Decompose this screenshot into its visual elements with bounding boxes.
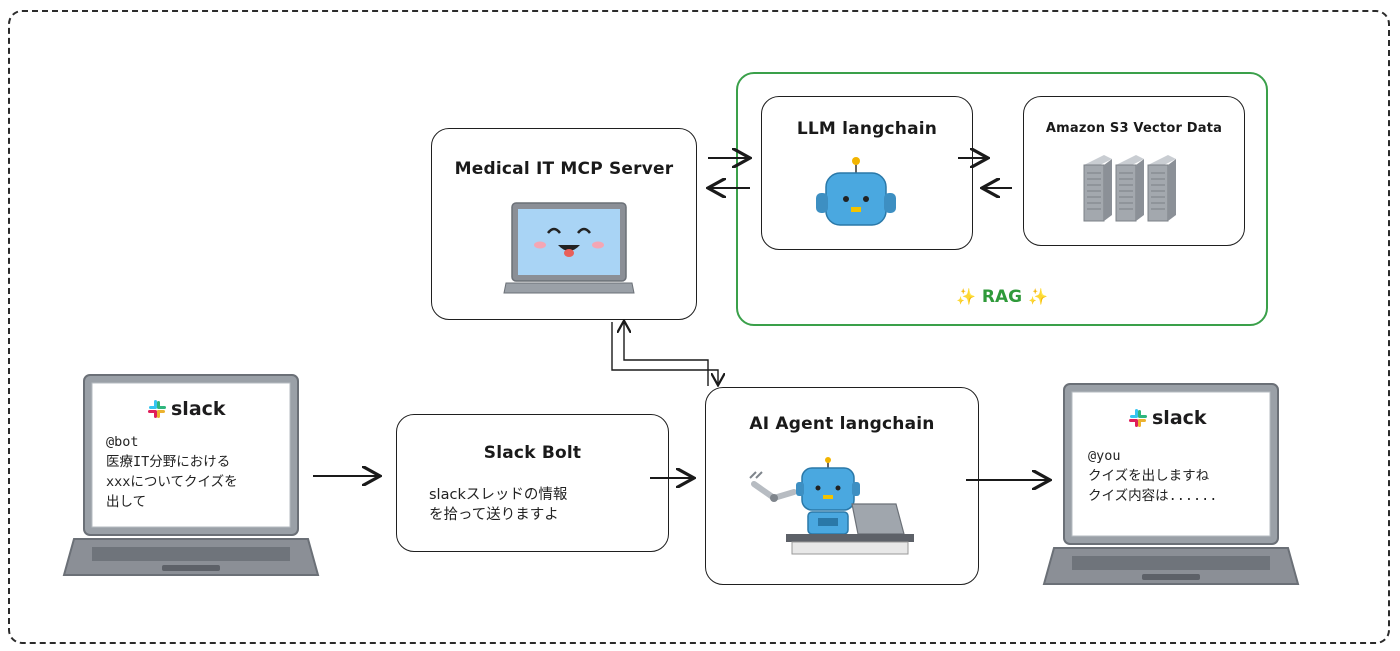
robot-arm-icon bbox=[749, 457, 914, 555]
right-laptop-message: @you クイズを出しますね クイズ内容は...... bbox=[1088, 446, 1217, 506]
slack-bolt-title: Slack Bolt bbox=[483, 443, 582, 463]
diagram-frame bbox=[8, 10, 1390, 644]
ai-agent-title: AI Agent langchain bbox=[749, 414, 935, 434]
right-laptop bbox=[1042, 383, 1300, 592]
rag-label-text: RAG bbox=[981, 287, 1023, 307]
message-line: 出して bbox=[106, 494, 147, 510]
robot-icon bbox=[816, 157, 896, 226]
message-line: @you bbox=[1088, 448, 1121, 464]
mcp-server-title: Medical IT MCP Server bbox=[454, 159, 674, 179]
slack-logo-left: slack bbox=[147, 398, 226, 420]
rag-group: ✨ RAG ✨ bbox=[736, 72, 1268, 326]
message-line: クイズを出しますね bbox=[1088, 468, 1210, 484]
message-line: 医療IT分野における bbox=[106, 454, 231, 470]
rag-label: ✨ RAG ✨ bbox=[738, 287, 1266, 307]
ai-agent-box: AI Agent langchain bbox=[705, 387, 979, 585]
slack-bolt-box: Slack Bolt slackスレッドの情報 を拾って送りますよ bbox=[396, 414, 669, 552]
llm-title: LLM langchain bbox=[796, 119, 938, 139]
left-laptop bbox=[62, 374, 320, 583]
slack-word: slack bbox=[1152, 407, 1207, 429]
server-rack-icon bbox=[1083, 155, 1176, 222]
left-laptop-message: @bot 医療IT分野における xxxについてクイズを 出して bbox=[106, 432, 238, 512]
llm-box: LLM langchain bbox=[761, 96, 973, 250]
description-line: を拾って送りますよ bbox=[429, 507, 559, 523]
mcp-server-box: Medical IT MCP Server bbox=[431, 128, 697, 320]
laptop-face-icon bbox=[503, 202, 635, 294]
laptop-icon bbox=[1042, 383, 1300, 585]
message-line: xxxについてクイズを bbox=[106, 474, 238, 490]
s3-title: Amazon S3 Vector Data bbox=[1045, 121, 1223, 136]
slack-logo-icon bbox=[1129, 409, 1147, 427]
sparkle-icon: ✨ bbox=[956, 287, 976, 306]
s3-box: Amazon S3 Vector Data bbox=[1023, 96, 1245, 246]
slack-bolt-description: slackスレッドの情報 を拾って送りますよ bbox=[429, 485, 567, 525]
slack-logo-right: slack bbox=[1128, 407, 1207, 429]
description-line: slackスレッドの情報 bbox=[429, 487, 568, 503]
message-line: クイズ内容は...... bbox=[1088, 488, 1218, 504]
slack-logo-icon bbox=[148, 400, 166, 418]
slack-word: slack bbox=[171, 398, 226, 420]
sparkle-icon: ✨ bbox=[1028, 287, 1048, 306]
message-line: @bot bbox=[106, 434, 139, 450]
laptop-icon bbox=[62, 374, 320, 576]
